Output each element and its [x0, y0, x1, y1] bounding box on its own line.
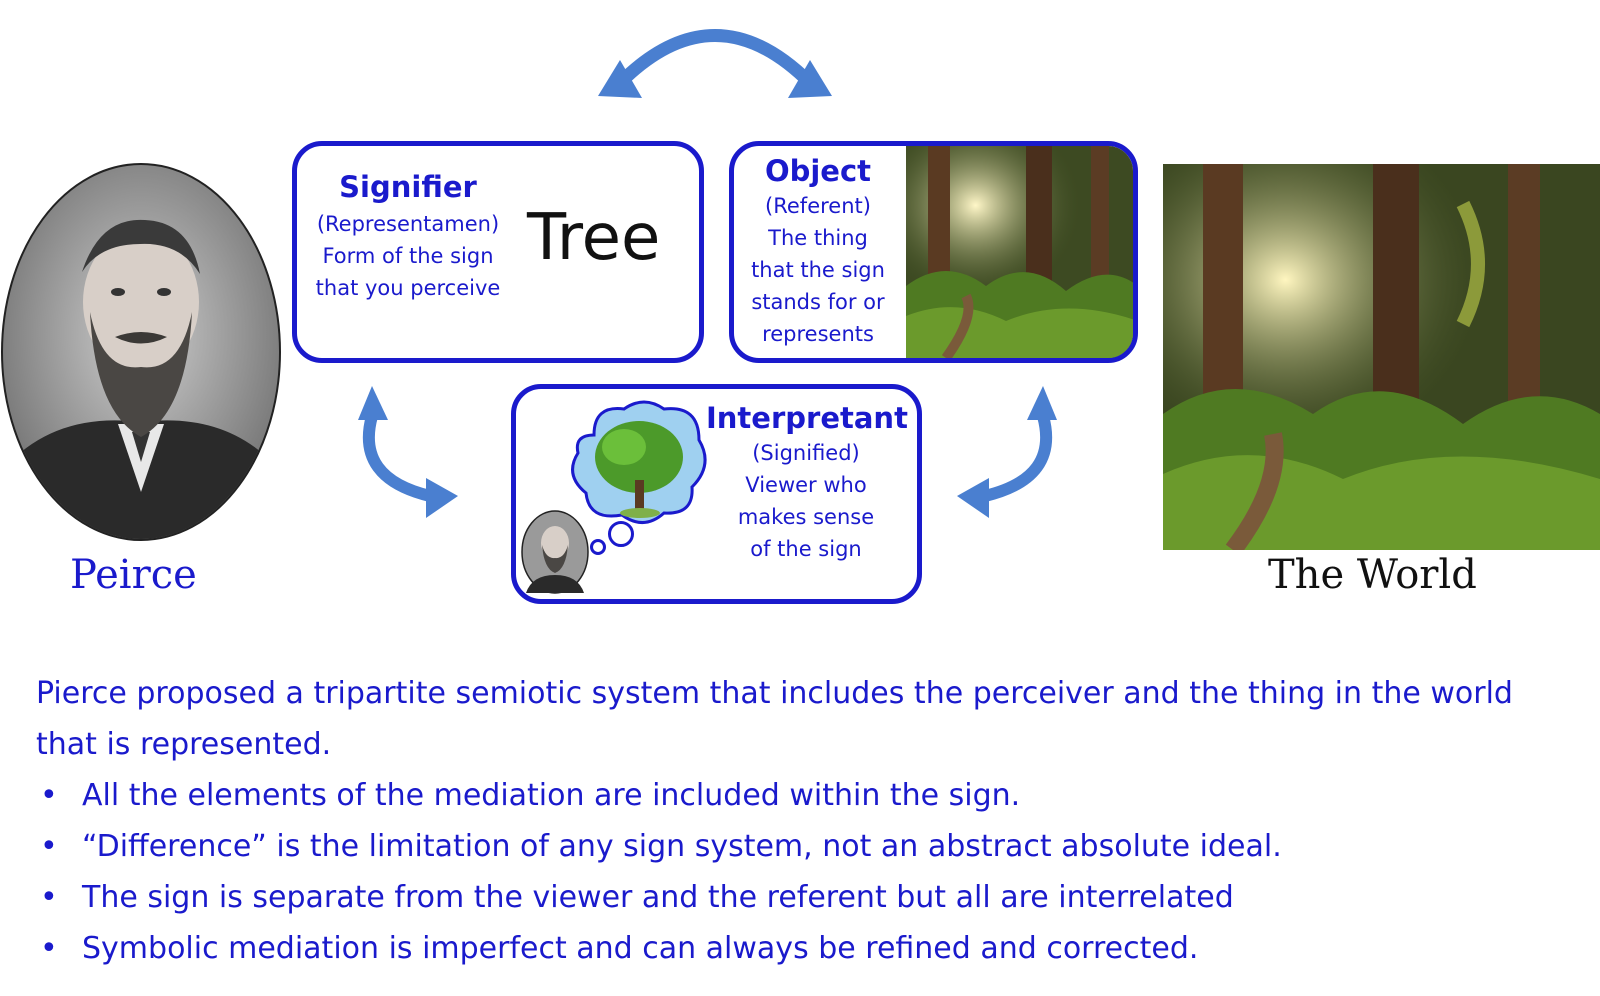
top-curved-arrow [598, 29, 832, 98]
bullet-item: All the elements of the mediation are in… [36, 770, 1586, 821]
bullet-item: Symbolic mediation is imperfect and can … [36, 923, 1586, 974]
world-label: The World [1268, 552, 1477, 598]
object-box: Object (Referent) The thing that the sig… [729, 141, 1138, 363]
signifier-line: (Representamen) [316, 212, 500, 236]
interpretant-line: (Signified) [752, 441, 860, 465]
peirce-label: Peirce [70, 552, 197, 598]
interpretant-title: Interpretant [706, 401, 908, 435]
object-line: The thing [768, 226, 868, 250]
bullet-item: The sign is separate from the viewer and… [36, 872, 1586, 923]
thought-circle-large [608, 521, 634, 547]
object-line: stands for or [751, 290, 885, 314]
signifier-word: Tree [527, 201, 661, 275]
object-line: (Referent) [765, 194, 871, 218]
signifier-line: Form of the sign [322, 244, 494, 268]
world-forest-image [1163, 164, 1600, 556]
peirce-portrait [0, 162, 282, 542]
interpretant-line: of the sign [750, 537, 862, 561]
signifier-title: Signifier [339, 170, 477, 204]
object-text-block: Object (Referent) The thing that the sig… [734, 154, 902, 350]
object-title: Object [764, 154, 872, 188]
right-curved-arrow [957, 386, 1057, 518]
signifier-box: Signifier (Representamen) Form of the si… [292, 141, 704, 363]
interpretant-line: Viewer who [745, 473, 867, 497]
object-line: represents [762, 322, 874, 346]
interpretant-text-block: Interpretant (Signified) Viewer who make… [706, 401, 908, 565]
thought-circle-small [590, 539, 606, 555]
object-forest-image [906, 146, 1133, 358]
signifier-text-block: Signifier (Representamen) Form of the si… [297, 170, 519, 304]
bullet-item: “Difference” is the limitation of any si… [36, 821, 1586, 872]
signifier-line: that you perceive [315, 276, 501, 300]
intro-paragraph: Pierce proposed a tripartite semiotic sy… [36, 676, 1513, 762]
interpretant-line: makes sense [737, 505, 875, 529]
object-line: that the sign [751, 258, 885, 282]
small-peirce-portrait [520, 509, 590, 595]
thought-bubble [564, 395, 714, 535]
bottom-text: Pierce proposed a tripartite semiotic sy… [36, 668, 1586, 974]
bullet-list: All the elements of the mediation are in… [36, 770, 1586, 974]
interpretant-box: Interpretant (Signified) Viewer who make… [511, 384, 922, 604]
left-curved-arrow [358, 386, 458, 518]
